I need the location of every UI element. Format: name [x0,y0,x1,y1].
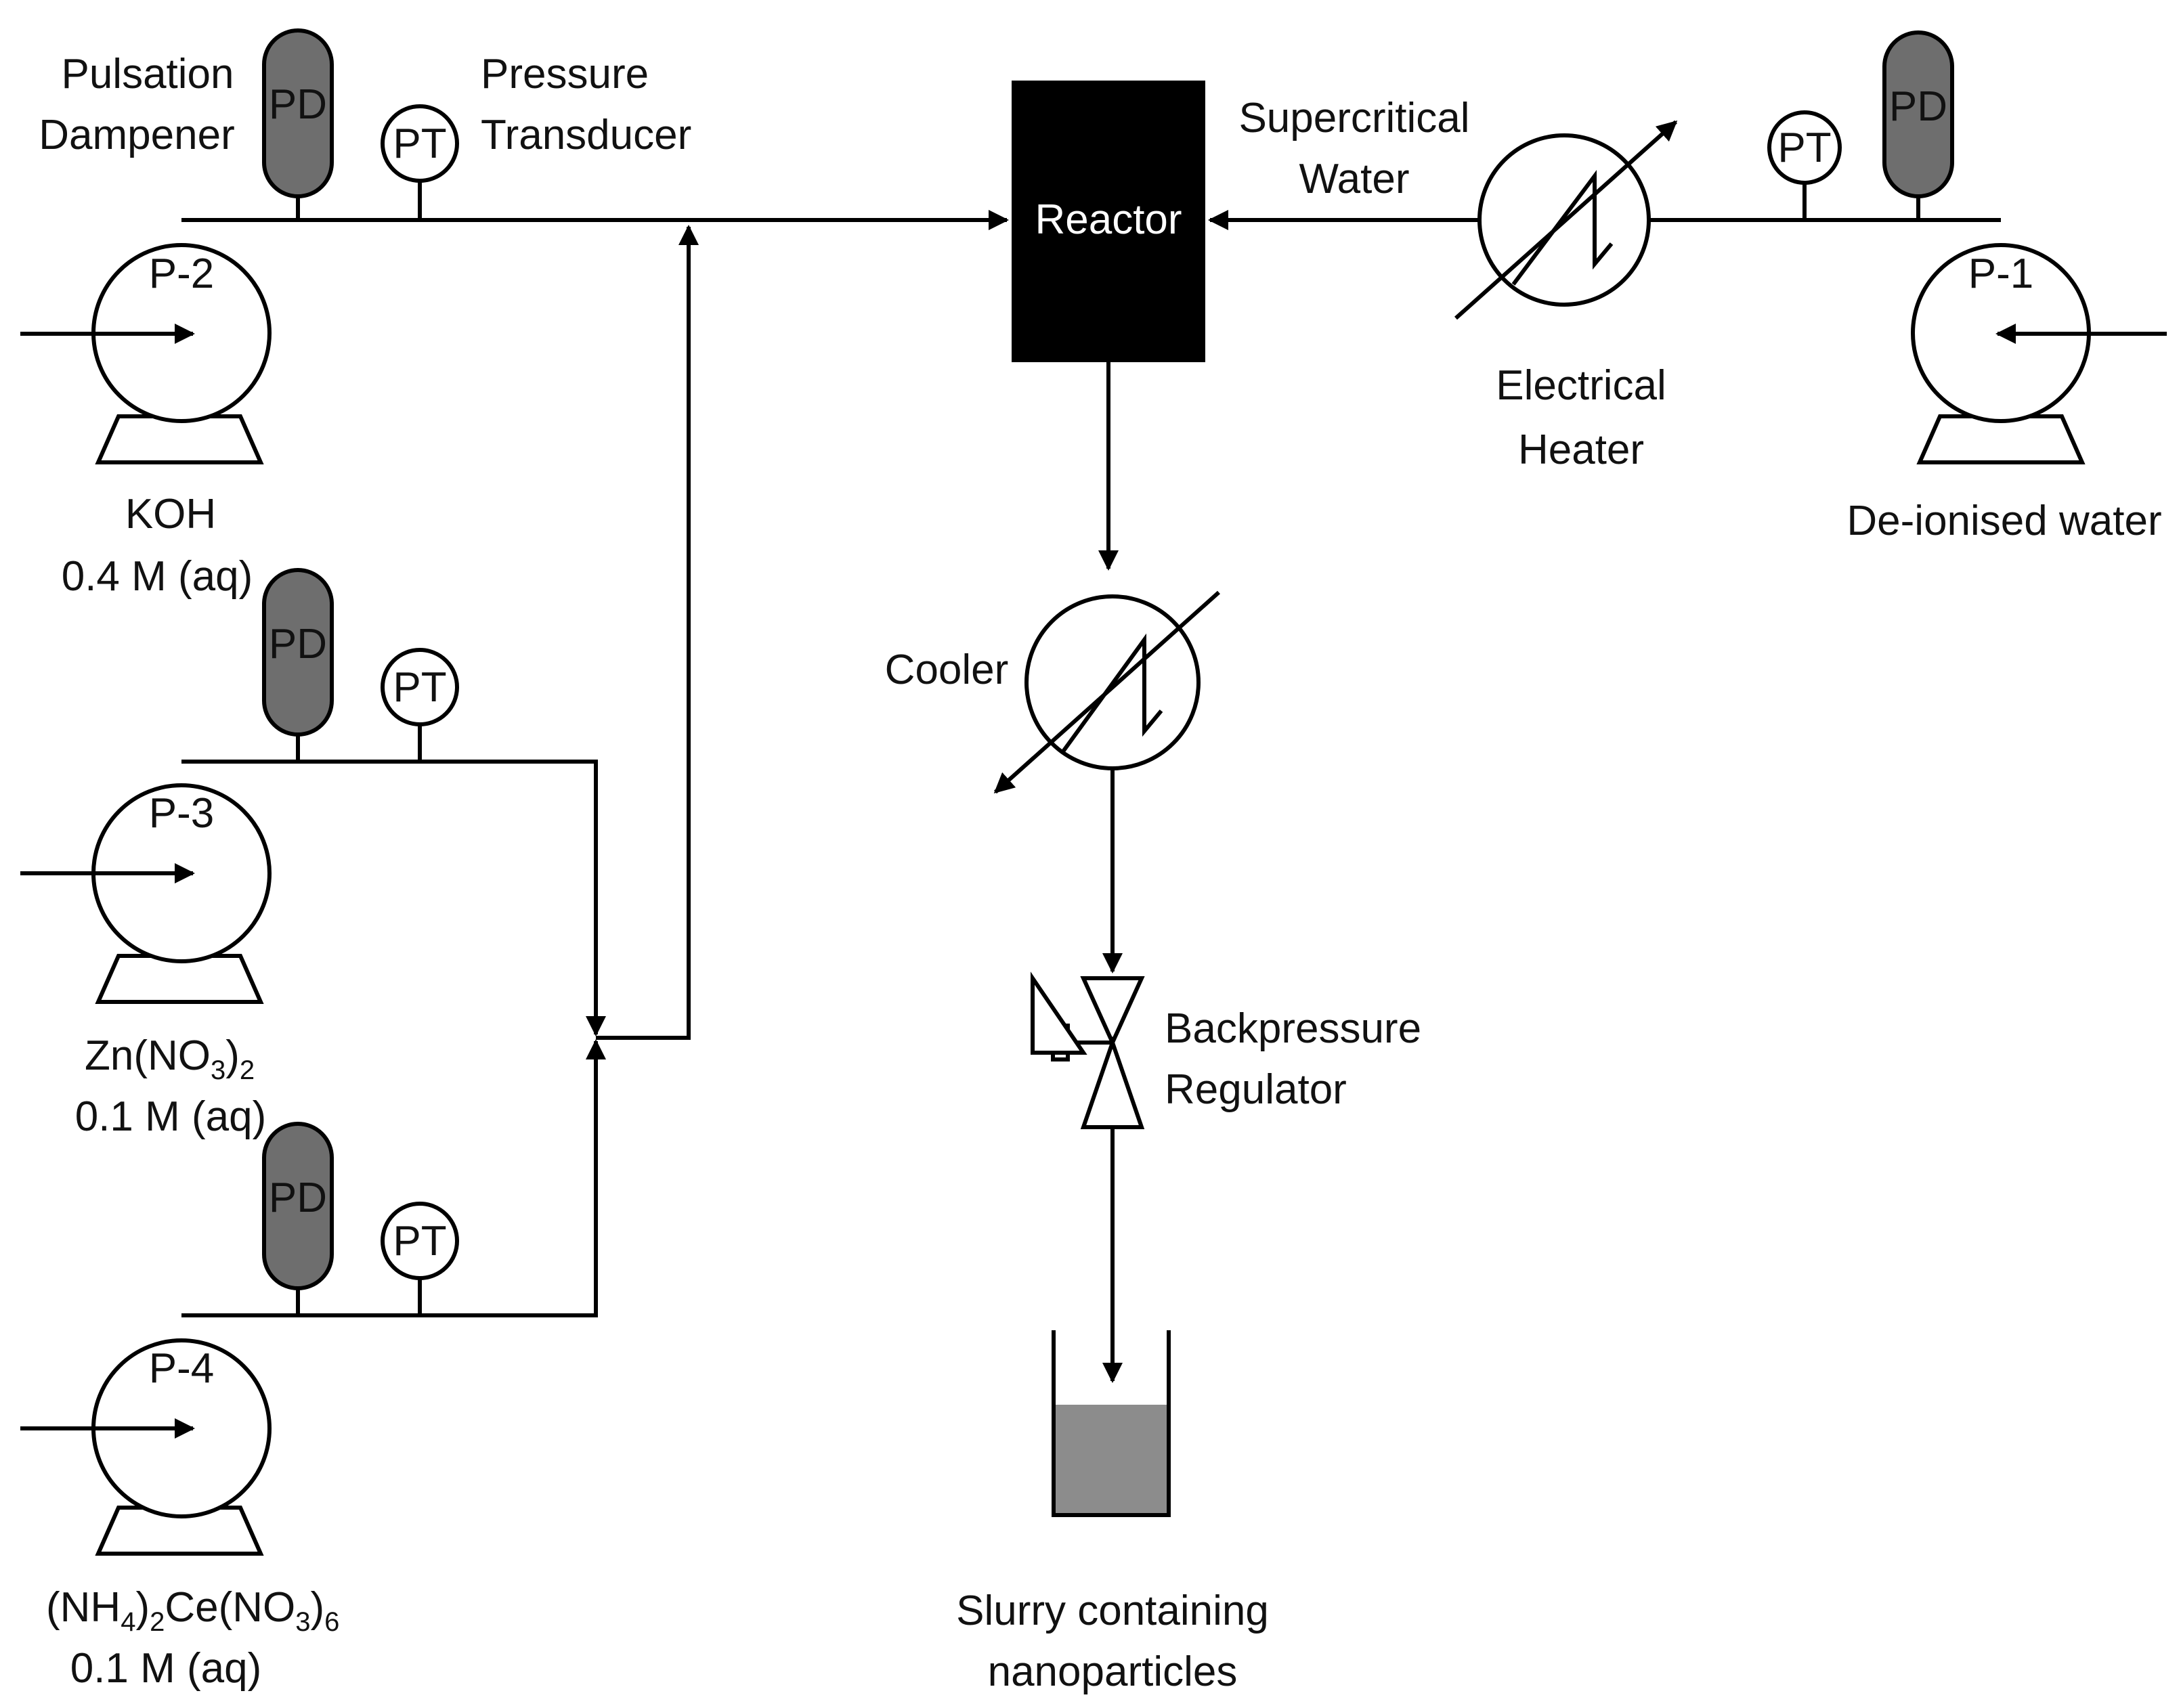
cooler-label: Cooler [885,647,1009,693]
slurry-label-line1: Slurry containing [956,1587,1269,1634]
pd-label: PD [1889,83,1947,130]
p3-to-mixer-line [181,760,606,1036]
supercritical-label-line1: Supercritical [1238,95,1469,141]
pressure-label-line2: Transducer [481,112,691,158]
slurry-fill [1054,1405,1169,1513]
p2-feed-line1: KOH [125,491,216,538]
p4-feed-line1: (NH4)2Ce(NO3)6 [46,1584,339,1637]
pressure-transducer-p4 [381,1202,459,1280]
reactor-label: Reactor [1035,196,1182,243]
p4-feed-line2: 0.1 M (aq) [70,1645,262,1692]
pulsation-dampener-p1 [1882,30,1954,198]
reactor [1012,81,1205,362]
pressure-transducer-p3 [381,648,459,726]
pulsation-label-line1: Pulsation [61,51,234,97]
pd-label: PD [269,621,327,667]
pressure-label-line1: Pressure [481,51,649,97]
pump-p2-label: P-2 [149,250,214,297]
cooler-arrow [993,590,1220,794]
electrical-heater [1454,120,1678,320]
bpr-label-line2: Regulator [1165,1066,1347,1113]
pt-label: PT [1777,125,1831,171]
backpressure-regulator [1031,971,1145,1129]
pump-p2: P-2 [91,243,272,464]
pd-label: PD [269,1175,327,1221]
pulsation-dampener-p4 [262,1122,334,1290]
pulsation-dampener-p2 [262,28,334,198]
p1-feed-label: De-ionised water [1847,498,2161,544]
heater-label-line1: Electrical [1496,362,1666,409]
bpr-label-line1: Backpressure [1165,1005,1421,1052]
p3-feed-line1: Zn(NO3)2 [85,1032,255,1085]
cooler [993,590,1220,794]
pulsation-dampener-p3 [262,568,334,737]
pt-label: PT [393,121,446,167]
pump-p3: P-3 [91,783,272,1004]
collection-beaker [1052,1330,1171,1517]
heater-arrow [1454,120,1678,320]
pump-p4-label: P-4 [149,1345,214,1392]
pressure-transducer-p2 [381,104,459,183]
slurry-label-line2: nanoparticles [988,1648,1238,1695]
pd-label: PD [269,81,327,128]
pump-p3-label: P-3 [149,790,214,837]
supercritical-label-line2: Water [1299,156,1409,202]
pressure-transducer-p1 [1767,110,1842,185]
pt-label: PT [393,664,446,711]
pulsation-label-line2: Dampener [39,112,234,158]
p2-feed-line2: 0.4 M (aq) [62,553,253,600]
mixed-feed-line [596,225,699,1040]
p3-feed-line2: 0.1 M (aq) [75,1093,267,1140]
heater-label-line2: Heater [1518,426,1644,473]
pump-p1: P-1 [1911,243,2091,464]
p4-to-mixer-line [181,1039,606,1317]
pump-p4: P-4 [91,1338,272,1556]
pump-p1-label: P-1 [1968,250,2033,297]
pt-label: PT [393,1218,446,1265]
